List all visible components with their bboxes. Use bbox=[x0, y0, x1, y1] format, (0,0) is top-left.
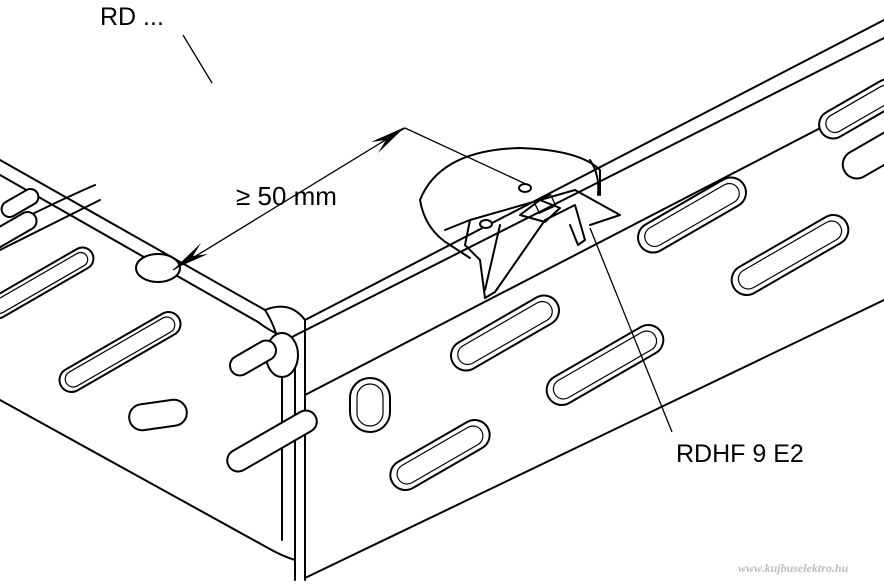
dimension-line bbox=[172, 127, 529, 271]
watermark: www.kujbuselektro.hu bbox=[738, 561, 849, 575]
side-slots bbox=[349, 78, 884, 491]
clamp bbox=[419, 147, 621, 299]
floor-slots bbox=[0, 188, 318, 473]
clamp-label: RDHF 9 E2 bbox=[676, 440, 804, 468]
dimension-label: ≥ 50 mm bbox=[236, 181, 337, 211]
clamp-leader-line bbox=[589, 227, 673, 433]
cable-tray bbox=[0, 19, 884, 581]
tray-leader-line bbox=[182, 34, 213, 84]
tray-label: RD ... bbox=[100, 3, 164, 31]
